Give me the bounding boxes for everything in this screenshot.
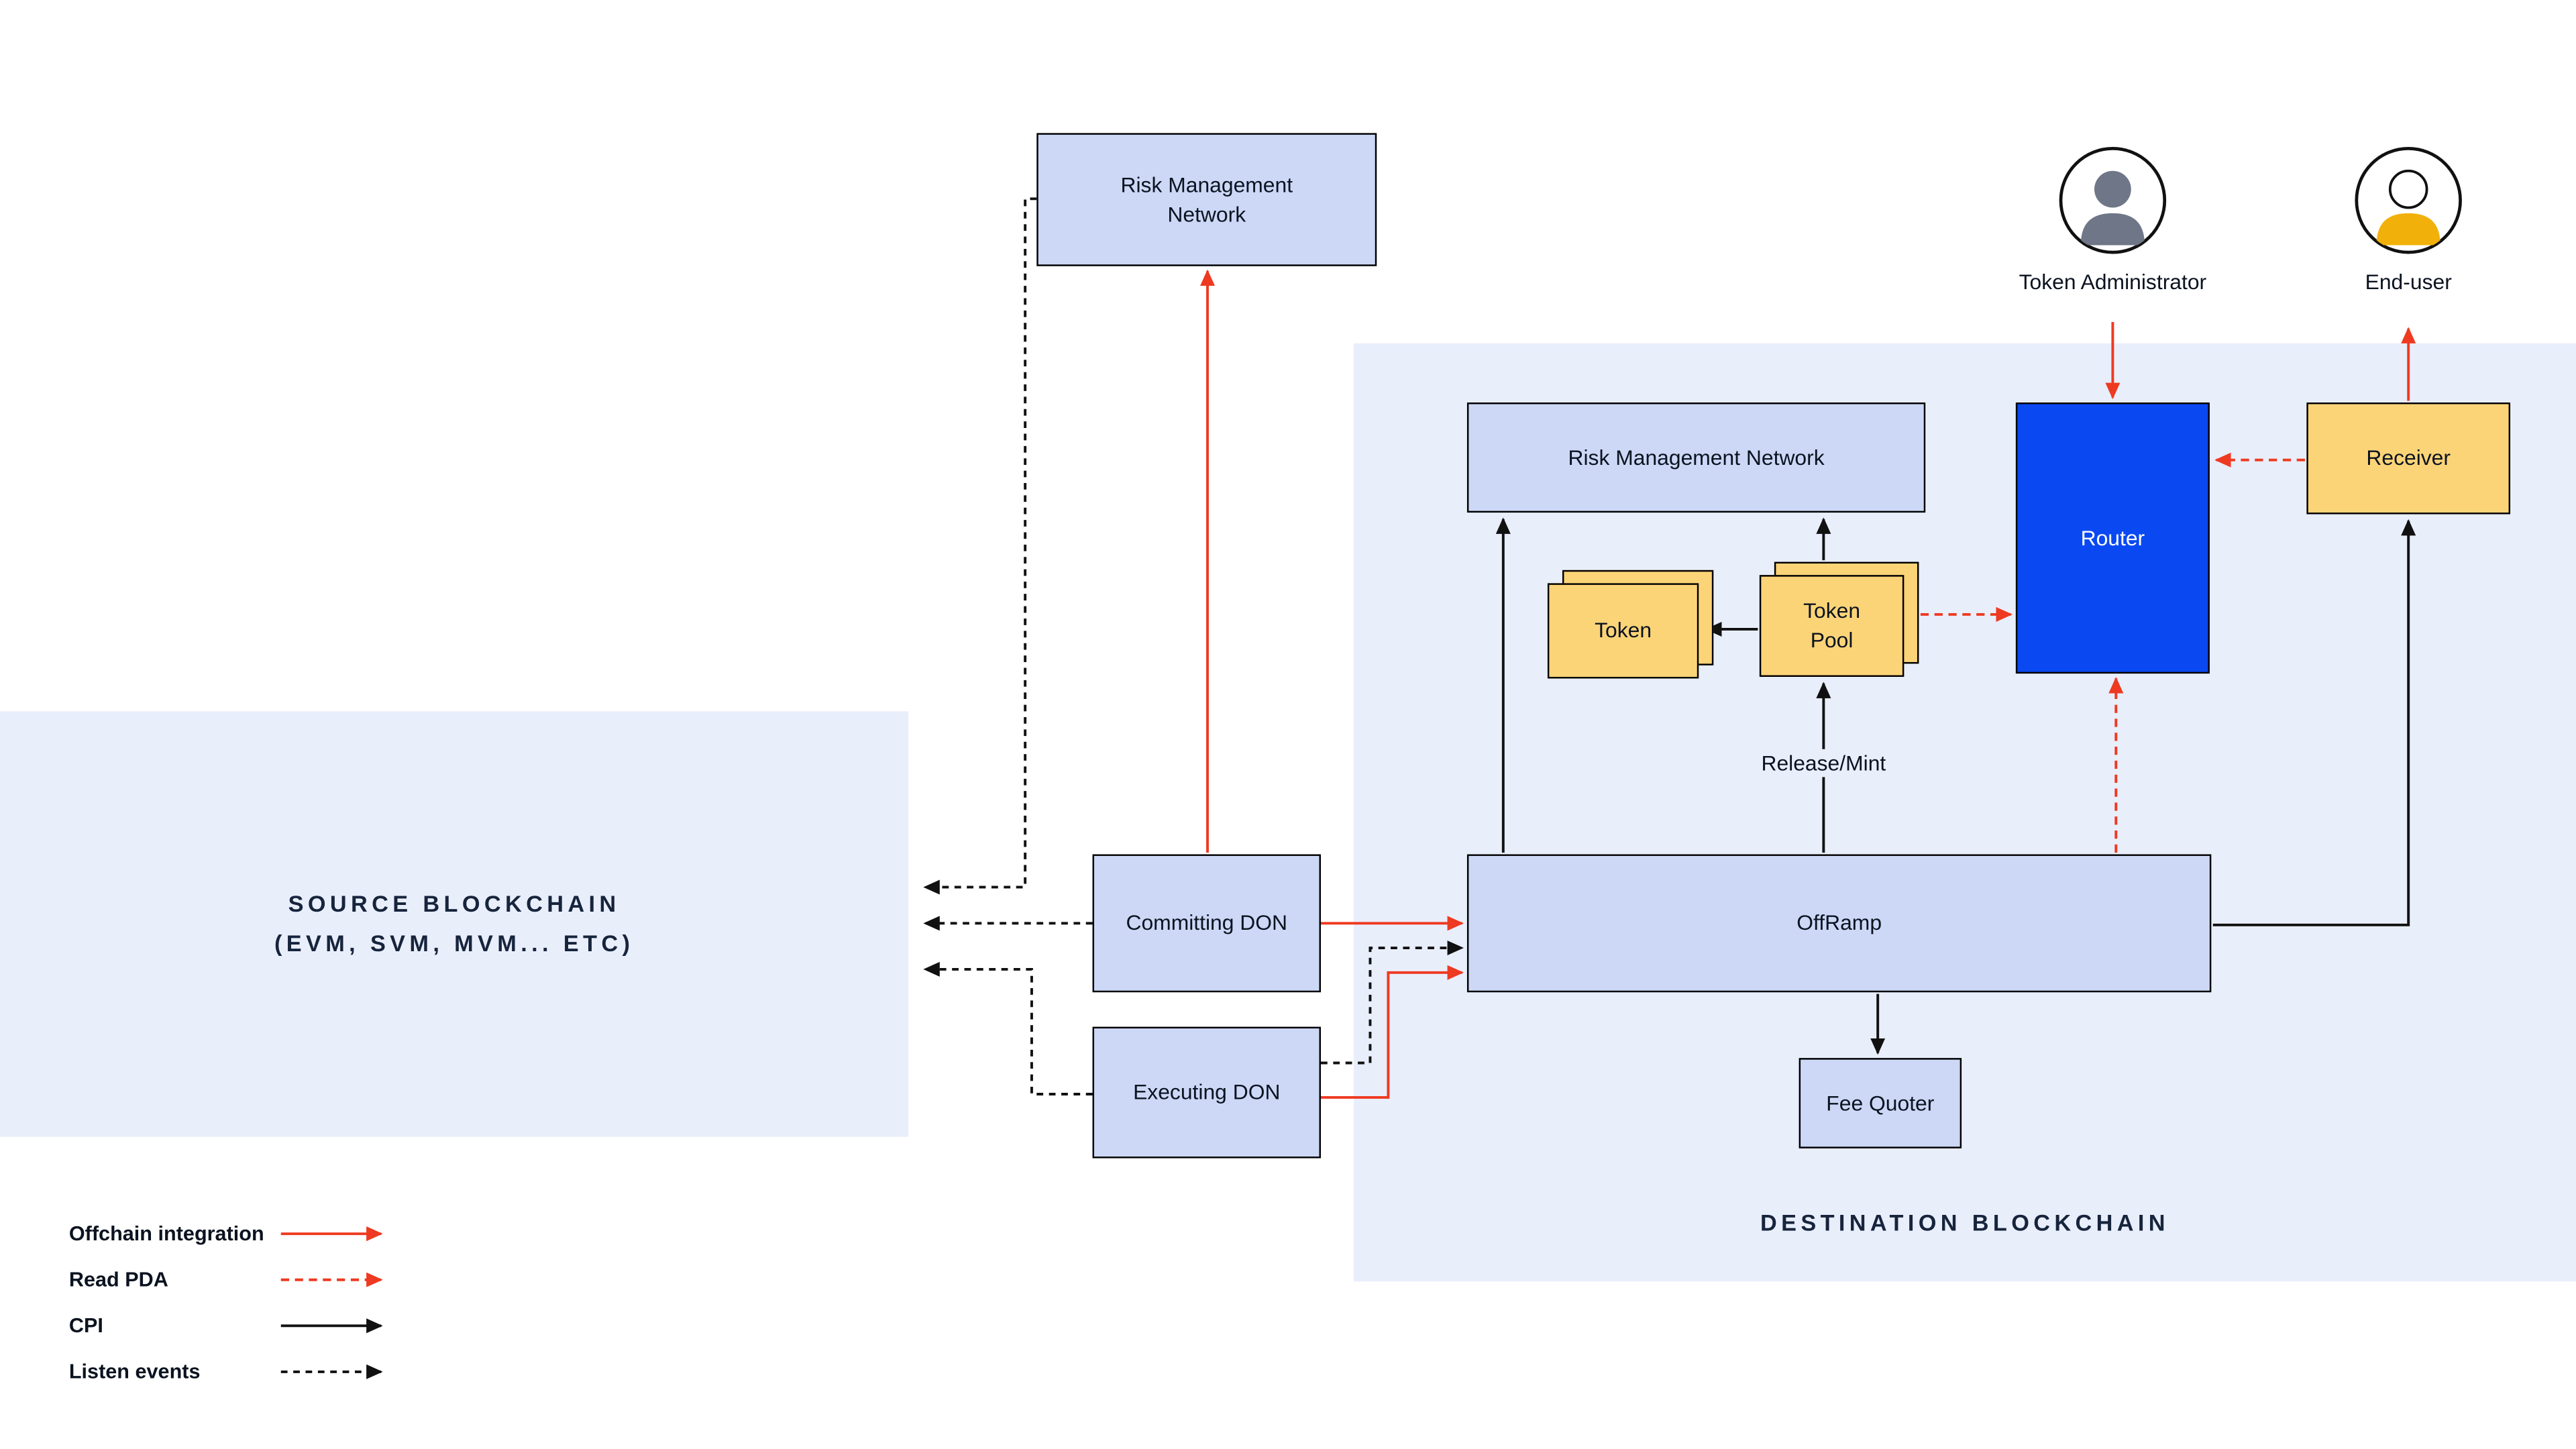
node-risk-management-network-top: Risk Management Network: [1036, 133, 1377, 266]
legend: Offchain integration Read PDA CPI Listen…: [69, 1211, 398, 1395]
node-router-label: Router: [2080, 525, 2145, 550]
node-token-pool: Token Pool: [1759, 575, 1904, 677]
legend-cpi-label: CPI: [68, 1314, 103, 1338]
source-blockchain-title-line2: (EVM, SVM, MVM... ETC): [274, 928, 635, 956]
node-risk-management-network-top-label: Risk Management Network: [1120, 172, 1293, 226]
node-committing-don-label: Committing DON: [1126, 910, 1288, 936]
source-blockchain-region: SOURCE BLOCKCHAIN (EVM, SVM, MVM... ETC): [0, 711, 909, 1137]
actor-token-administrator: Token Administrator: [1998, 143, 2228, 299]
arrow-executing-don-listens-source: [923, 961, 1093, 1095]
legend-red-dashed-arrow: [280, 1272, 383, 1287]
legend-row-cpi: CPI: [69, 1303, 398, 1349]
source-blockchain-title: SOURCE BLOCKCHAIN (EVM, SVM, MVM... ETC): [274, 886, 634, 962]
node-offramp-label: OffRamp: [1796, 910, 1882, 936]
legend-read-pda-label: Read PDA: [68, 1268, 168, 1291]
actor-end-user: End-user: [2294, 143, 2524, 299]
node-executing-don-label: Executing DON: [1133, 1079, 1281, 1105]
token-administrator-label: Token Administrator: [2019, 269, 2207, 294]
node-fee-quoter-label: Fee Quoter: [1826, 1090, 1935, 1116]
release-mint-label: Release/Mint: [1722, 749, 1926, 777]
legend-black-solid-arrow: [280, 1318, 383, 1334]
legend-row-read-pda: Read PDA: [69, 1256, 398, 1303]
node-risk-management-network-dest-label: Risk Management Network: [1568, 444, 1825, 470]
node-receiver: Receiver: [2306, 402, 2511, 515]
node-risk-management-network-dest: Risk Management Network: [1466, 402, 1926, 513]
legend-black-dashed-arrow: [280, 1364, 383, 1379]
node-token-pool-label: Token Pool: [1803, 598, 1861, 653]
end-user-label: End-user: [2365, 269, 2452, 294]
end-user-icon: [2355, 147, 2462, 254]
legend-row-offchain-integration: Offchain integration: [69, 1211, 398, 1257]
node-receiver-label: Receiver: [2366, 445, 2451, 470]
node-committing-don: Committing DON: [1092, 854, 1321, 993]
arrow-rmn-top-listens-source: [923, 197, 1037, 895]
legend-listen-events-label: Listen events: [68, 1360, 201, 1384]
node-fee-quoter: Fee Quoter: [1799, 1058, 1962, 1148]
node-executing-don: Executing DON: [1092, 1026, 1321, 1159]
node-router: Router: [2015, 402, 2210, 674]
node-token: Token: [1547, 583, 1699, 679]
destination-blockchain-title: DESTINATION BLOCKCHAIN: [1760, 1209, 2169, 1236]
legend-row-listen-events: Listen events: [69, 1349, 398, 1395]
node-token-label: Token: [1595, 618, 1652, 643]
token-administrator-icon: [2059, 147, 2167, 254]
legend-offchain-integration-label: Offchain integration: [68, 1222, 264, 1246]
legend-red-solid-arrow: [280, 1226, 383, 1242]
node-offramp: OffRamp: [1466, 854, 2212, 993]
source-blockchain-title-line1: SOURCE BLOCKCHAIN: [288, 891, 621, 918]
